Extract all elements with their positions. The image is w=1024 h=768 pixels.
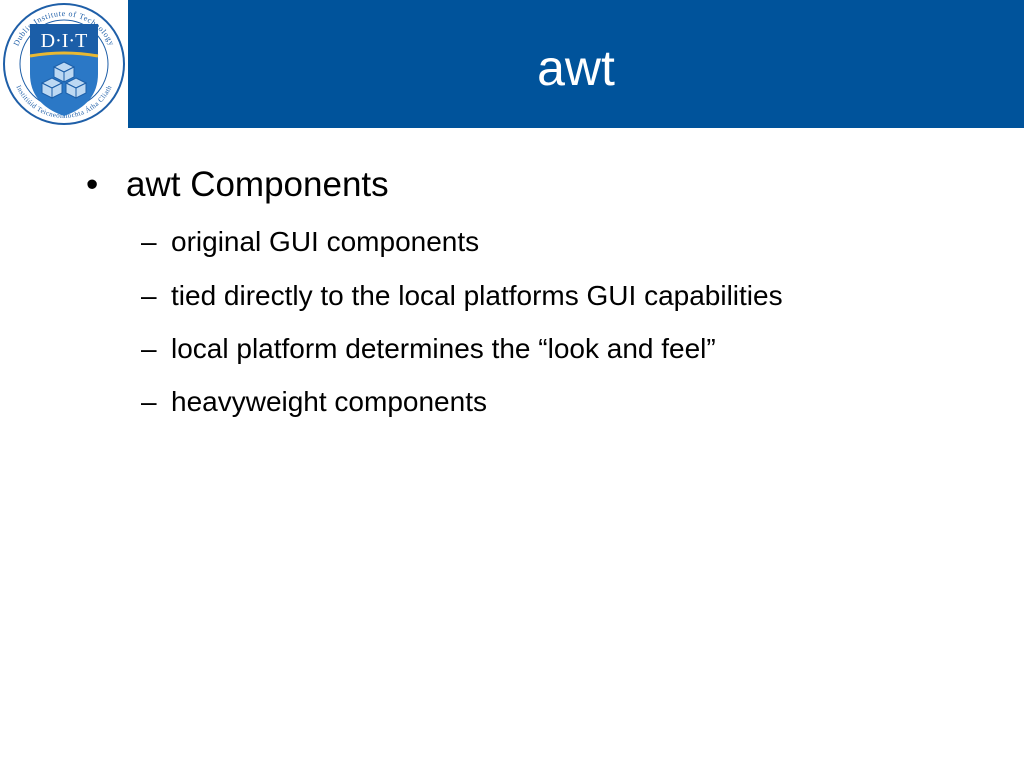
sub-bullet-item: –original GUI components — [141, 225, 479, 259]
dash-marker: – — [141, 333, 157, 364]
bullet-marker: • — [86, 165, 99, 204]
sub-bullet-item: –local platform determines the “look and… — [141, 332, 716, 366]
sub-bullet-item: –tied directly to the local platforms GU… — [141, 279, 783, 313]
bullet-item: • awt Components — [86, 164, 389, 206]
slide-title: awt — [537, 40, 615, 96]
dash-marker: – — [141, 386, 157, 417]
title-bar: awt — [128, 0, 1024, 128]
sub-bullet-text: original GUI components — [171, 226, 480, 257]
sub-bullet-text: tied directly to the local platforms GUI… — [171, 280, 783, 311]
sub-bullet-text: local platform determines the “look and … — [171, 333, 716, 364]
bullet-text: awt Components — [126, 165, 389, 204]
sub-bullet-item: –heavyweight components — [141, 385, 487, 419]
dash-marker: – — [141, 226, 157, 257]
sub-bullet-text: heavyweight components — [171, 386, 487, 417]
dit-crest-icon: Dublin Institute of Technology Institiúi… — [3, 3, 125, 125]
dit-logo: Dublin Institute of Technology Institiúi… — [0, 0, 128, 128]
dit-monogram: D·I·T — [41, 30, 88, 52]
dash-marker: – — [141, 280, 157, 311]
